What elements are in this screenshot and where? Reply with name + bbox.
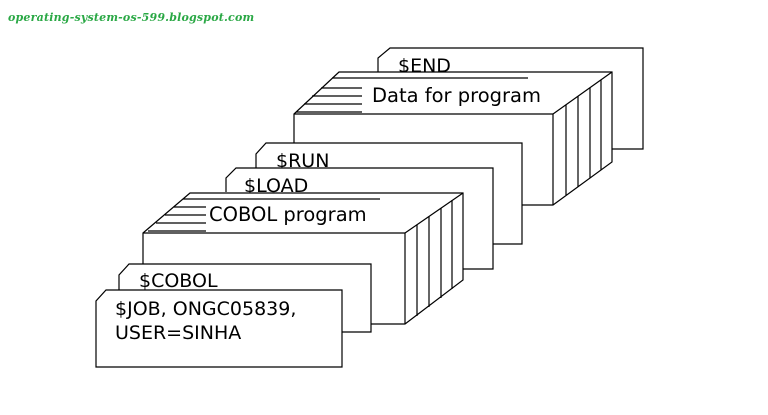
- card-cobol-label: $COBOL: [139, 270, 218, 292]
- card-run-label: $RUN: [276, 150, 329, 172]
- cobol-program-label: COBOL program: [209, 203, 367, 226]
- card-job-line1: $JOB, ONGC05839,: [115, 298, 296, 320]
- watermark: operating-system-os-599.blogspot.com: [8, 11, 255, 24]
- card-job: $JOB, ONGC05839, USER=SINHA: [95, 289, 343, 368]
- data-block-label: Data for program: [372, 84, 541, 107]
- card-job-line2: USER=SINHA: [115, 322, 241, 344]
- card-load-label: $LOAD: [244, 175, 308, 197]
